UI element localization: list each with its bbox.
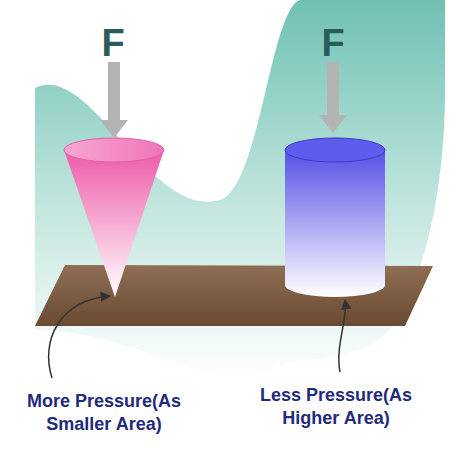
force-arrow [319,62,347,133]
wave-background [35,0,445,379]
cylinder-top [285,138,385,162]
leader-line [339,300,346,372]
cone [64,150,164,297]
pressure-note: Less Pressure(As Higher Area) [238,384,434,431]
cylinder [285,150,385,297]
cone-top [64,138,164,162]
force-label: F [321,24,344,62]
pressure-note: More Pressure(As Smaller Area) [6,390,202,437]
force-label: F [101,24,124,62]
force-arrow [100,62,128,138]
leader-line [49,296,110,378]
